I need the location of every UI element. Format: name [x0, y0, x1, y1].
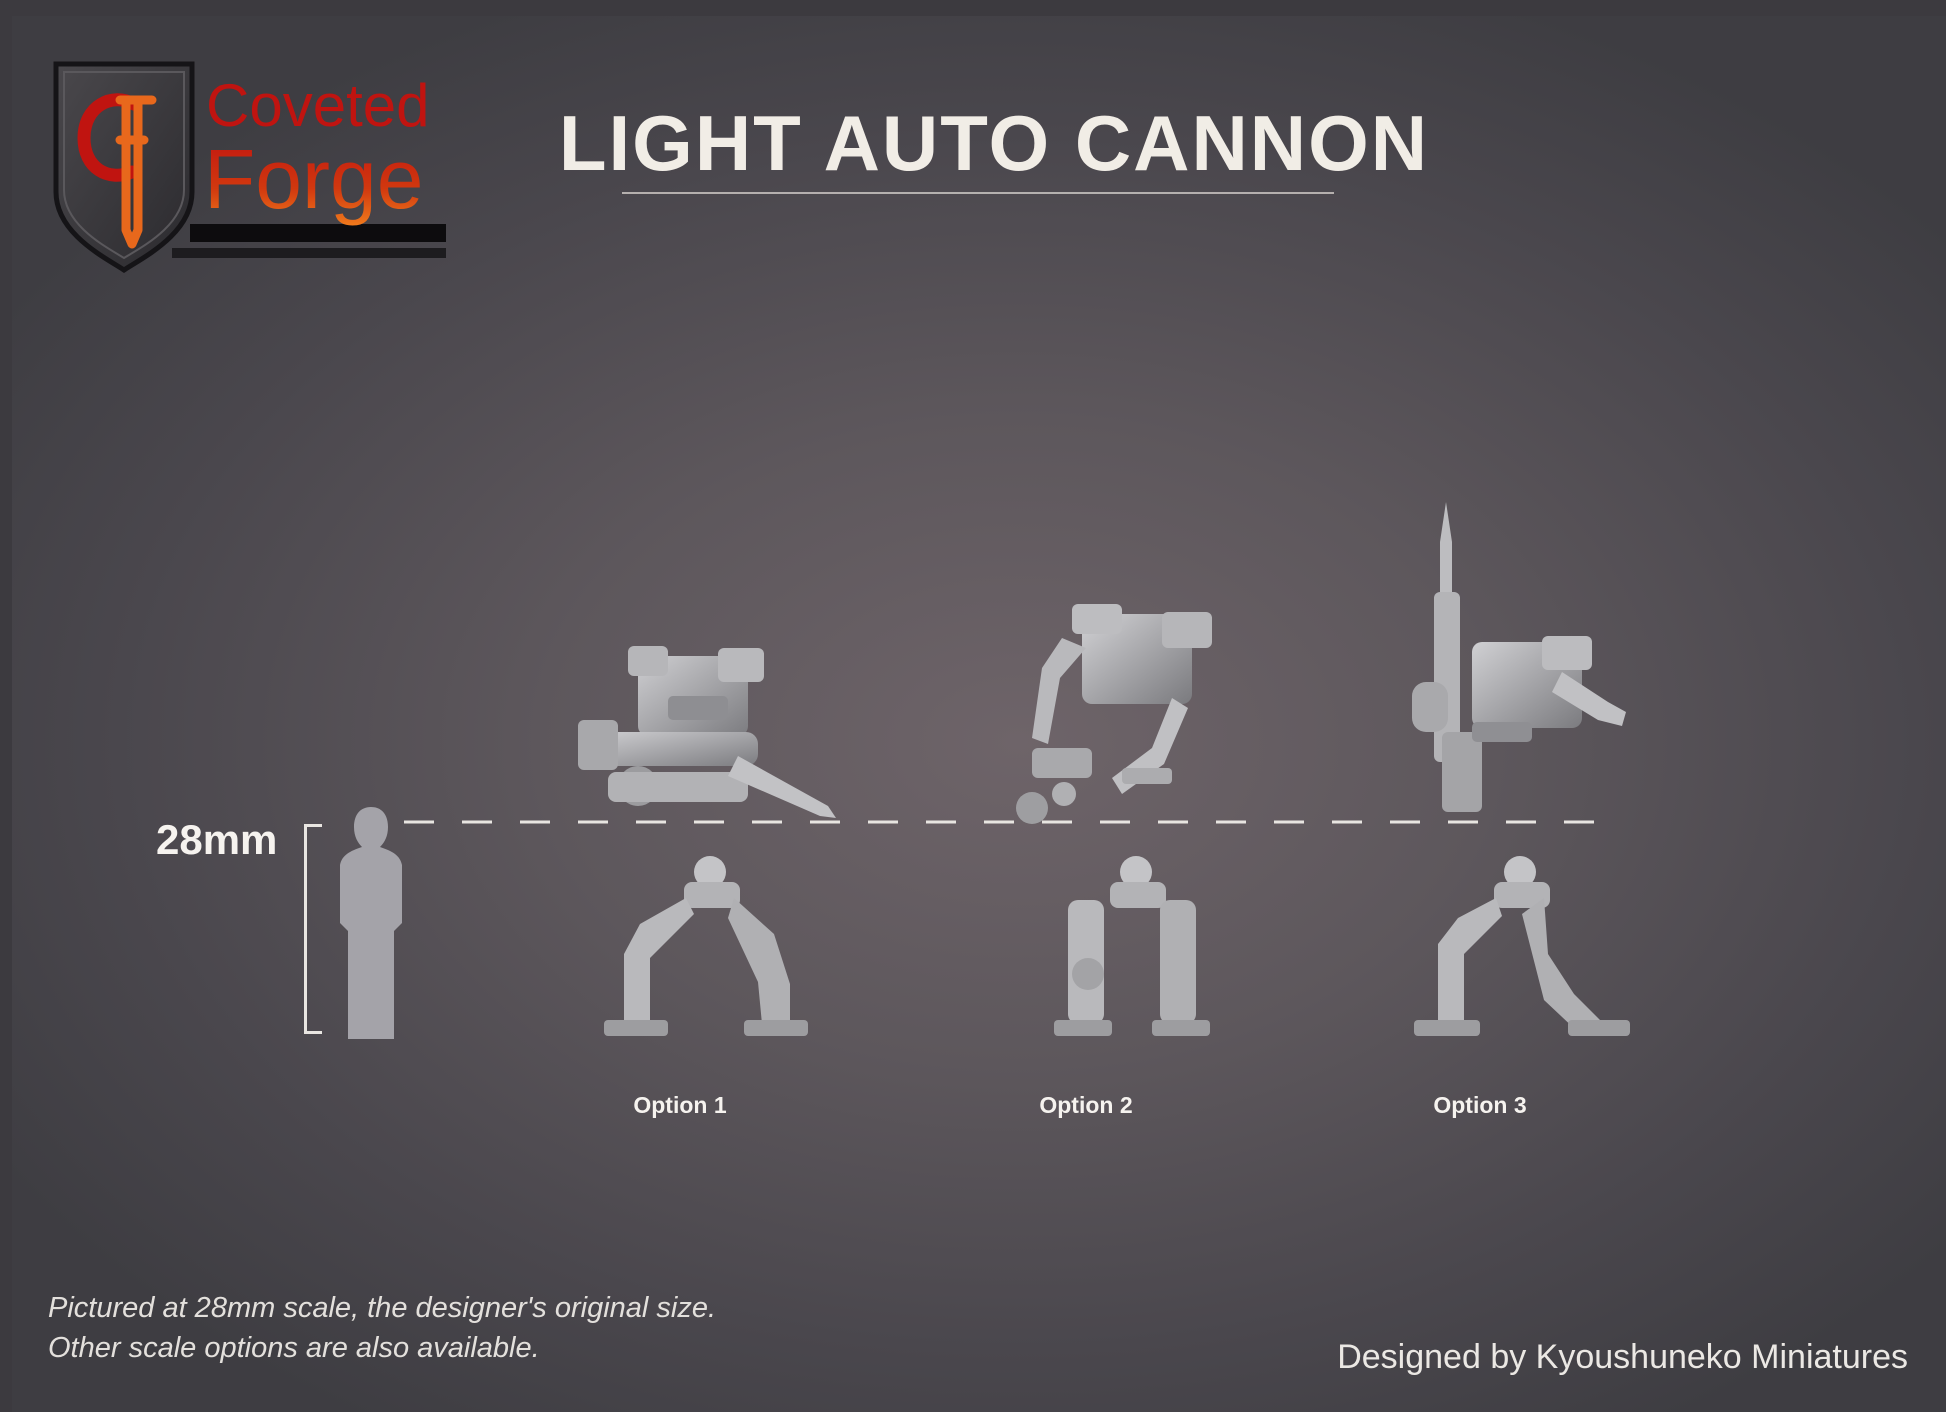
- coveted-forge-logo: Coveted Forge: [42, 44, 452, 276]
- scale-label: 28mm: [156, 816, 278, 863]
- scale-note-line1: Pictured at 28mm scale, the designer's o…: [48, 1292, 717, 1324]
- product-title: LIGHT AUTO CANNON: [558, 99, 1430, 187]
- scale-note-line2: Other scale options are also available.: [48, 1332, 540, 1364]
- title-underline: [622, 192, 1334, 194]
- product-sheet: Coveted Forge LIGHT AUTO CANNON 28mm: [12, 16, 1946, 1412]
- option-1-legs-image: [604, 856, 808, 1036]
- brand-name-line1: Coveted: [206, 72, 429, 139]
- option-3-torso-image: [1412, 502, 1626, 812]
- option-2-torso-image: [1016, 604, 1212, 824]
- option-1-torso-image: [578, 646, 836, 818]
- brand-name-line2: Forge: [204, 132, 423, 226]
- scale-bracket: [304, 824, 322, 1034]
- option-2-label: Option 2: [1039, 1092, 1133, 1118]
- option-3-label: Option 3: [1433, 1092, 1527, 1118]
- option-1-label: Option 1: [633, 1092, 727, 1118]
- designer-credit: Designed by Kyoushuneko Miniatures: [1337, 1338, 1908, 1376]
- scale-dashed-line: [404, 820, 1602, 824]
- human-silhouette-icon: [340, 807, 402, 1039]
- shield-logo-icon: Coveted Forge: [53, 61, 446, 274]
- scale-note: Pictured at 28mm scale, the designer's o…: [48, 1288, 716, 1368]
- option-2-legs-image: [1054, 856, 1210, 1036]
- option-3-legs-image: [1414, 856, 1630, 1036]
